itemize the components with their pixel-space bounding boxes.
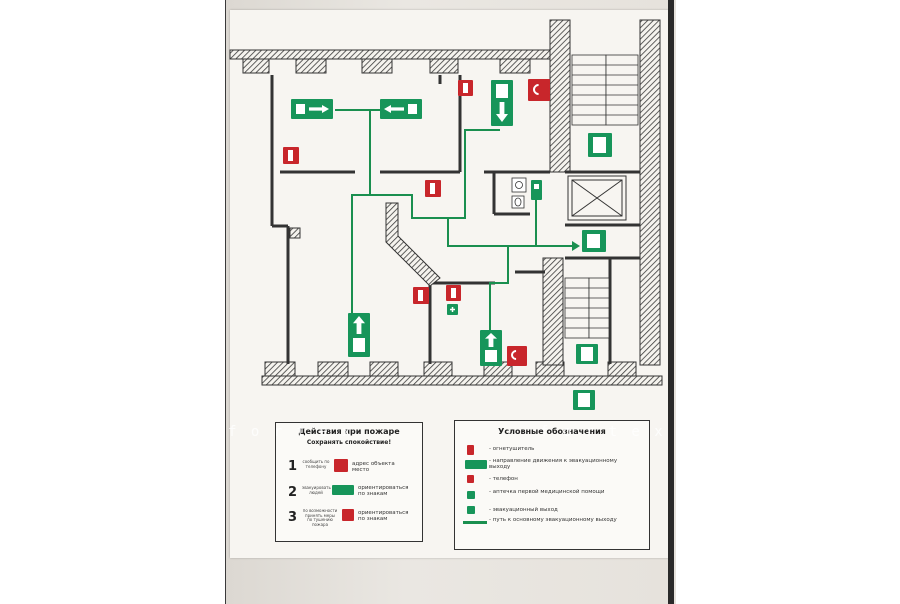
column: [289, 227, 301, 239]
step-note: сообщить по телефону: [302, 459, 330, 469]
evacuation-direction-icon: [465, 460, 487, 469]
evacuation-path-line-icon: [463, 521, 487, 524]
fire-extinguisher-sign: [342, 509, 354, 521]
watermark-left: f o r t e x: [228, 424, 354, 440]
fire-extinguisher-icon: [430, 183, 435, 194]
running-person-icon: [485, 350, 497, 362]
step-number: 3: [288, 510, 298, 525]
fire-actions-legend: Действия при пожаре Сохранять спокойстви…: [275, 422, 423, 542]
legend-item-text: - направление движения к эвакуационному …: [489, 458, 618, 470]
exit-direction-sign: [332, 485, 354, 495]
photo-right-edge: [668, 0, 674, 604]
watermark-right: f o r t e x: [540, 424, 666, 440]
legend-item-text: - путь к основному эвакуационному выходу: [489, 517, 617, 523]
fire-extinguisher-icon: [451, 288, 456, 298]
first-aid-icon: [534, 184, 539, 189]
arrow-right-icon: [309, 105, 329, 113]
fire-extinguisher-icon: [288, 150, 293, 161]
telephone-sign: [334, 459, 348, 472]
diagonal-partition: [385, 202, 441, 287]
step-number: 1: [288, 459, 298, 474]
stairs-bottom: [564, 277, 610, 339]
first-aid-cross-icon: [450, 307, 455, 312]
fire-extinguisher-icon: [467, 445, 474, 455]
fire-actions-title: Действия при пожаре: [298, 427, 400, 436]
legend-item-text: - эвакуационный выход: [489, 507, 558, 513]
step-text: адрес объекта место: [352, 461, 395, 473]
symbols-legend: Условные обозначения - огнетушитель - на…: [454, 420, 650, 550]
telephone-sign: [507, 346, 527, 366]
fire-extinguisher-icon: [463, 83, 468, 93]
step-note: эвакуировать людей: [302, 485, 331, 495]
legend-item-text: - телефон: [489, 476, 518, 482]
running-person-icon: [578, 393, 590, 407]
exit-arrow-head: [572, 241, 580, 251]
running-person-icon: [496, 84, 508, 98]
running-person-icon: [581, 347, 593, 361]
arrow-left-icon: [384, 105, 404, 113]
symbols-legend-title: Условные обозначения: [498, 427, 606, 436]
step-number: 2: [288, 485, 298, 500]
step-text: ориентироваться по знакам: [358, 485, 409, 497]
legend-item-text: - огнетушитель: [489, 446, 535, 452]
elevator-shaft: [567, 175, 627, 221]
step-note: по возможности принять меры по тушению п…: [302, 508, 338, 527]
running-person-icon: [408, 104, 417, 114]
evacuation-path: [335, 109, 578, 336]
first-aid-icon: [467, 491, 475, 499]
running-person-icon: [593, 137, 606, 153]
toilet-fixtures: [511, 177, 527, 209]
telephone-icon: [467, 475, 474, 483]
bottom-wall: [261, 361, 663, 386]
emergency-exit-icon: [467, 506, 475, 514]
interior-walls: [270, 75, 640, 364]
running-person-icon: [587, 234, 600, 248]
right-walls: [542, 19, 661, 366]
step-text: ориентироваться по знакам: [358, 510, 409, 522]
telephone-sign: [528, 79, 550, 101]
running-person-icon: [353, 338, 365, 352]
top-wall: [229, 49, 551, 74]
legend-item-text: - аптечка первой медицинской помощи: [489, 489, 605, 495]
running-person-icon: [296, 104, 305, 114]
fire-actions-subtitle: Сохранять спокойствие!: [306, 439, 392, 446]
stairs-top: [571, 54, 639, 126]
fire-extinguisher-icon: [418, 290, 423, 301]
first-aid-sign: [531, 180, 542, 200]
